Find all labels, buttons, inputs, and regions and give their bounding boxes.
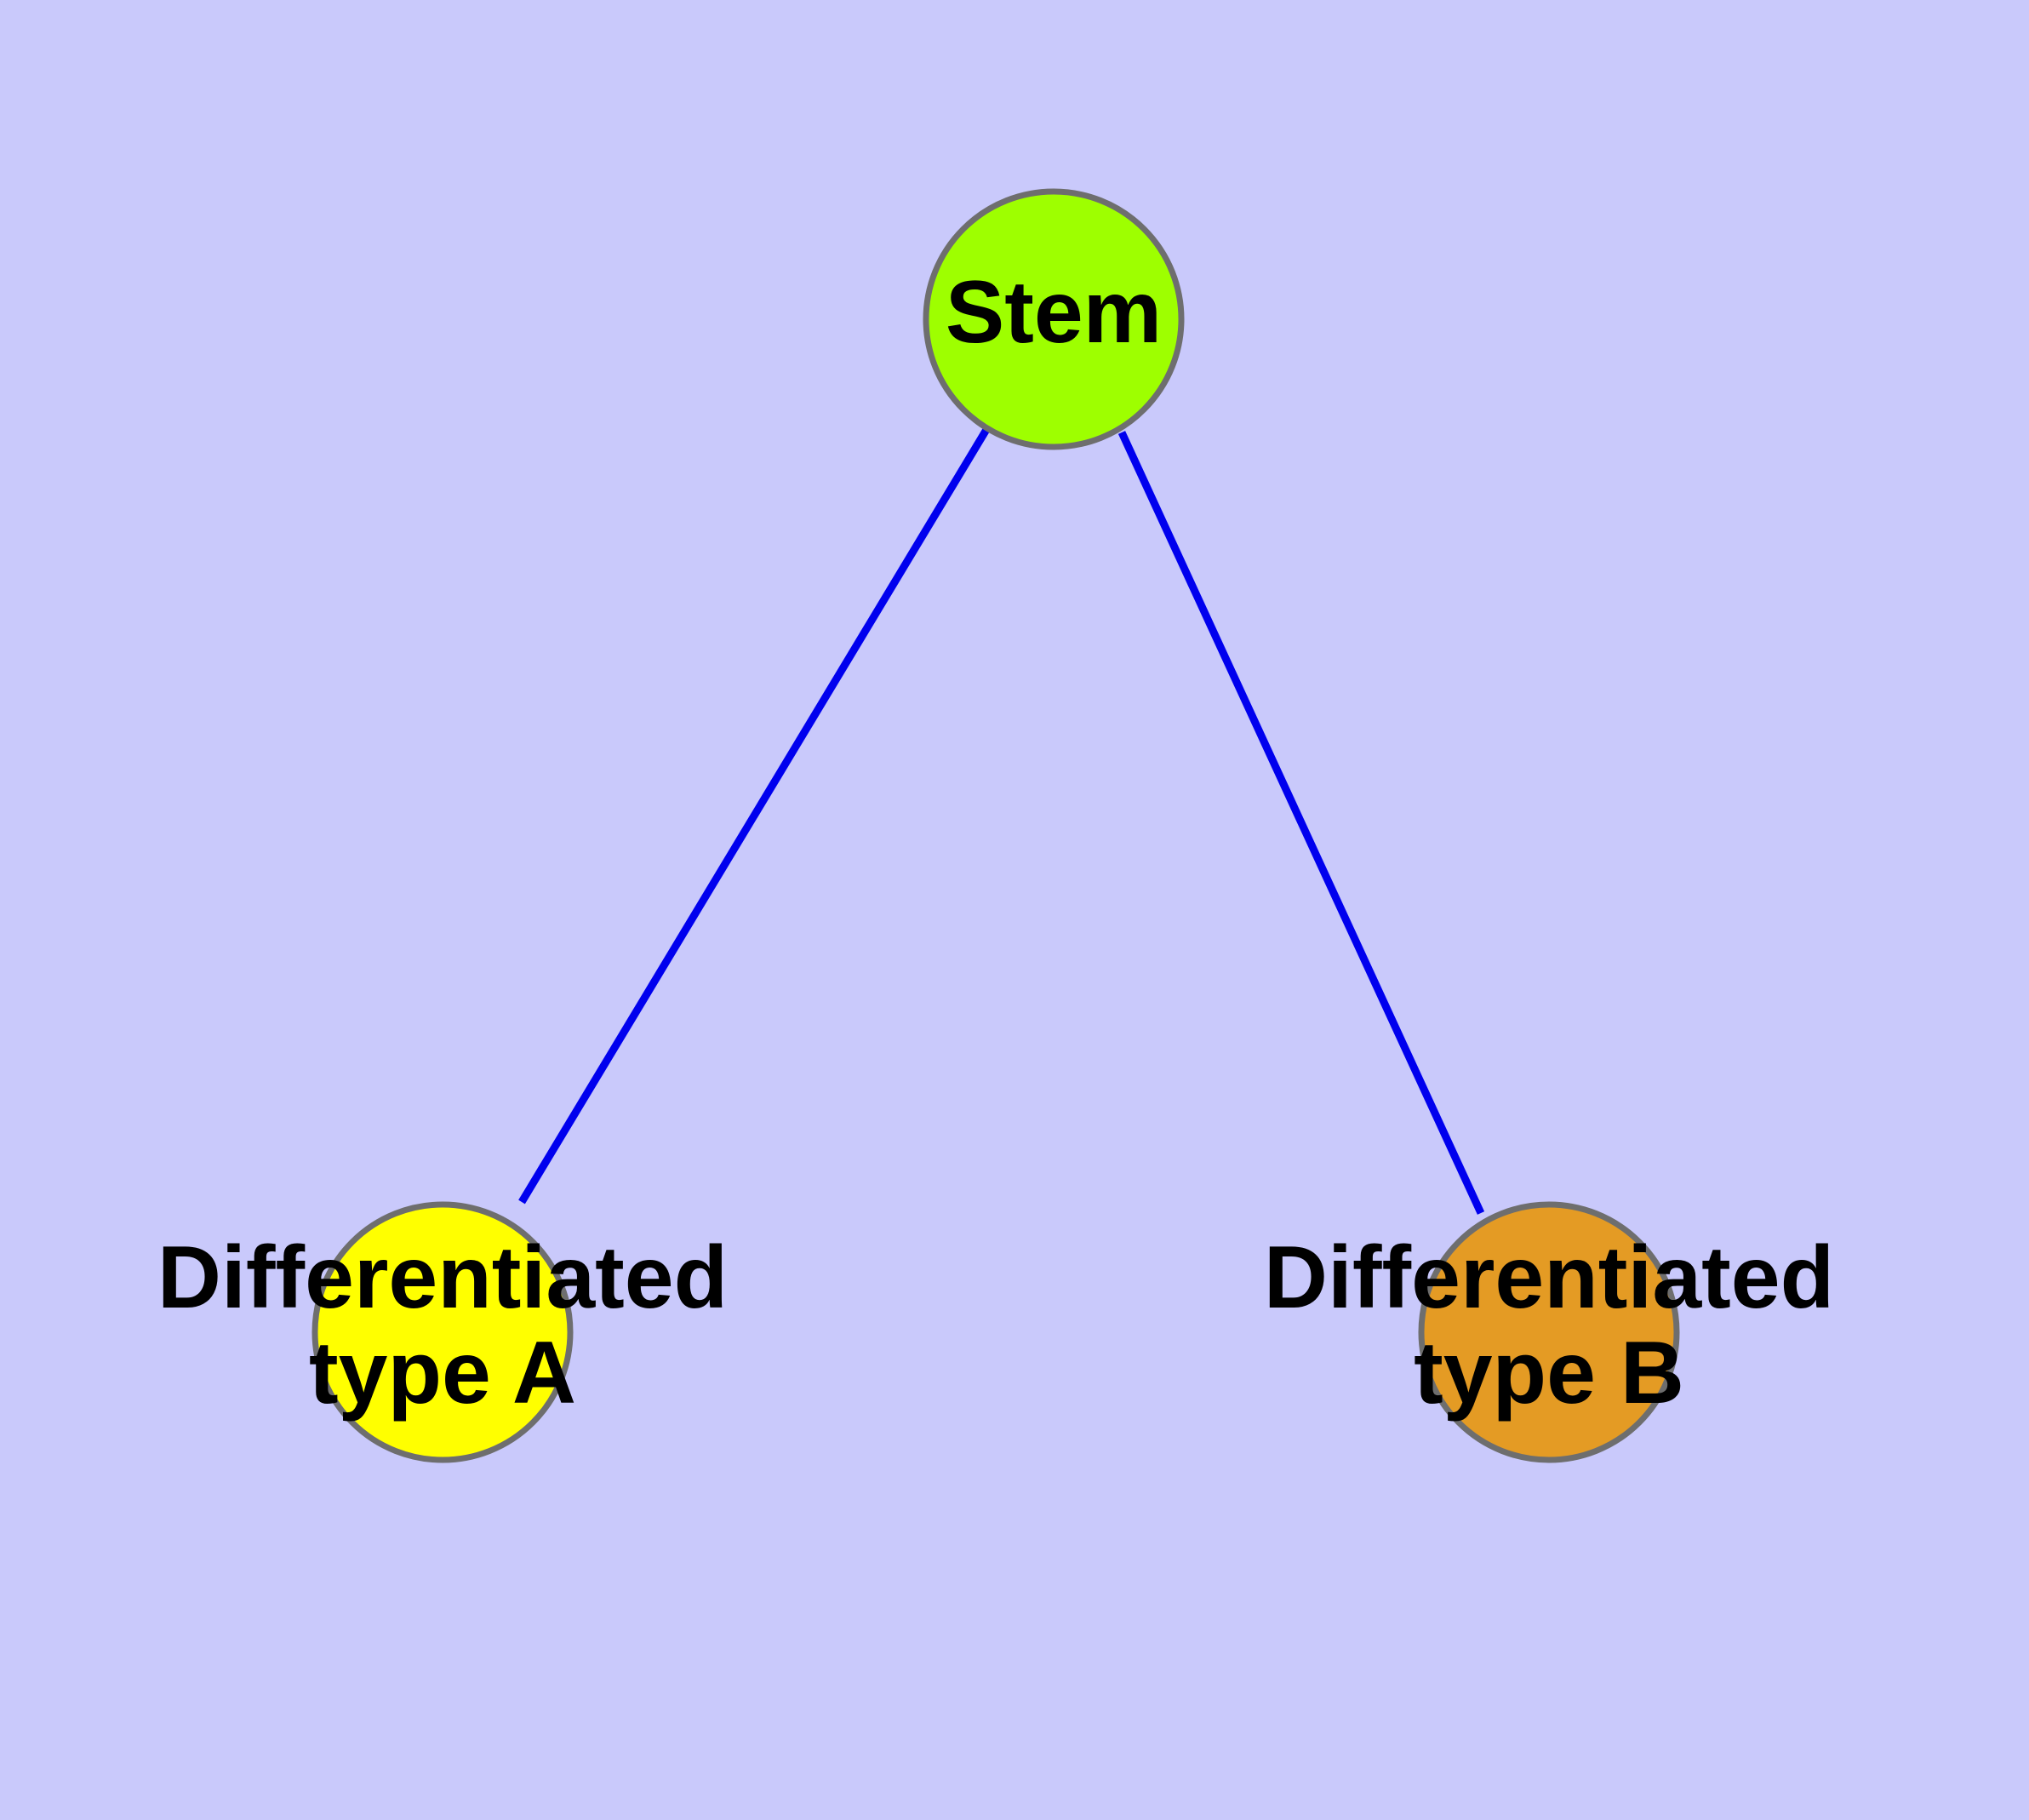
edge-layer xyxy=(518,426,1485,1215)
node-circle-stem[interactable] xyxy=(923,188,1185,450)
node-circle-diff-a[interactable] xyxy=(311,1201,574,1463)
node-label-stem: Stem xyxy=(946,263,1162,362)
node-label-line: Differentiated xyxy=(157,1228,728,1327)
graph-edge-stem-to-diff-a[interactable] xyxy=(518,426,991,1205)
node-label-line: type B xyxy=(1414,1324,1684,1422)
graph-edge-stem-to-diff-b[interactable] xyxy=(1117,431,1485,1215)
node-circle-diff-b[interactable] xyxy=(1418,1201,1680,1463)
graph-node-stem[interactable]: Stem xyxy=(923,188,1185,450)
node-label-line: Differentiated xyxy=(1264,1228,1834,1327)
node-label-line: Stem xyxy=(946,263,1162,362)
node-label-line: type A xyxy=(309,1324,576,1422)
